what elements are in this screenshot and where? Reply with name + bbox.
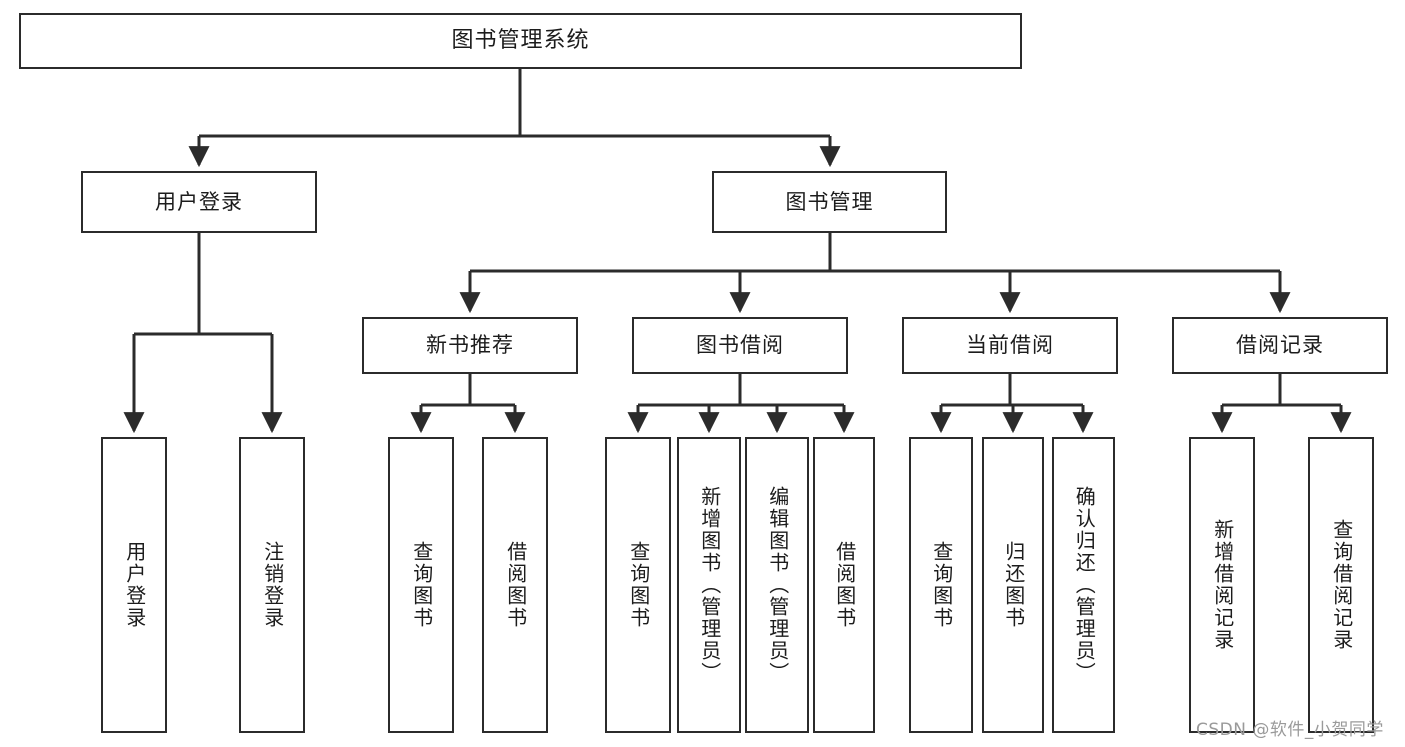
node-leaf-label: 归还图书 — [1001, 541, 1026, 629]
node-leaf-add-book-admin[interactable]: 新增图书（管理员） — [677, 437, 741, 733]
node-book-borrow[interactable]: 图书借阅 — [632, 317, 848, 374]
node-new-book-recommend[interactable]: 新书推荐 — [362, 317, 578, 374]
node-leaf-query-book-borrow[interactable]: 查询图书 — [605, 437, 671, 733]
node-leaf-label: 查询图书 — [626, 541, 651, 629]
node-leaf-user-login[interactable]: 用户登录 — [101, 437, 167, 733]
node-leaf-label: 新增图书（管理员） — [697, 486, 722, 684]
node-leaf-label: 借阅图书 — [503, 541, 528, 629]
node-user-login[interactable]: 用户登录 — [81, 171, 317, 233]
node-leaf-confirm-return-admin[interactable]: 确认归还（管理员） — [1052, 437, 1115, 733]
node-leaf-query-book-recommend[interactable]: 查询图书 — [388, 437, 454, 733]
node-leaf-label: 确认归还（管理员） — [1072, 486, 1097, 684]
node-leaf-edit-book-admin[interactable]: 编辑图书（管理员） — [745, 437, 809, 733]
node-leaf-borrow-book[interactable]: 借阅图书 — [813, 437, 875, 733]
node-borrow-record[interactable]: 借阅记录 — [1172, 317, 1388, 374]
node-leaf-label: 新增借阅记录 — [1210, 519, 1235, 651]
node-leaf-borrow-book-recommend[interactable]: 借阅图书 — [482, 437, 548, 733]
node-leaf-label: 借阅图书 — [832, 541, 857, 629]
node-leaf-label: 查询图书 — [929, 541, 954, 629]
node-leaf-add-borrow-record[interactable]: 新增借阅记录 — [1189, 437, 1255, 733]
node-leaf-logout[interactable]: 注销登录 — [239, 437, 305, 733]
node-leaf-label: 用户登录 — [122, 541, 147, 629]
node-book-management[interactable]: 图书管理 — [712, 171, 947, 233]
node-leaf-label: 查询借阅记录 — [1329, 519, 1354, 651]
node-leaf-query-book-current[interactable]: 查询图书 — [909, 437, 973, 733]
node-current-borrow[interactable]: 当前借阅 — [902, 317, 1118, 374]
node-leaf-label: 查询图书 — [409, 541, 434, 629]
node-leaf-query-borrow-record[interactable]: 查询借阅记录 — [1308, 437, 1374, 733]
node-leaf-label: 编辑图书（管理员） — [765, 486, 790, 684]
node-root-system[interactable]: 图书管理系统 — [19, 13, 1022, 69]
node-leaf-label: 注销登录 — [260, 541, 285, 629]
csdn-watermark: CSDN @软件_小贺同学 — [1196, 720, 1384, 740]
node-leaf-return-book[interactable]: 归还图书 — [982, 437, 1044, 733]
